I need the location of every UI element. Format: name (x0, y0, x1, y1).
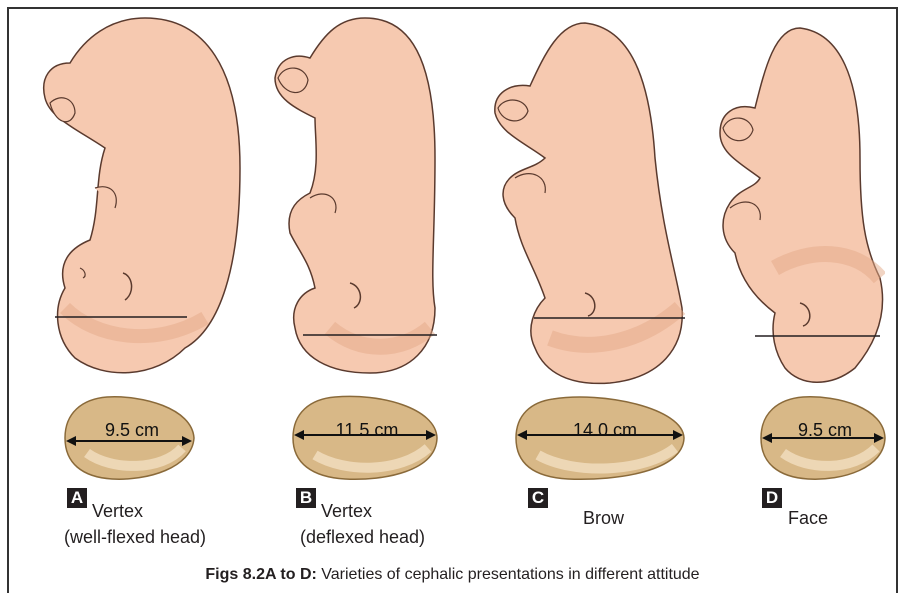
badge-c: C (528, 488, 548, 508)
label-a-line1: Vertex (92, 500, 172, 522)
figure-caption: Figs 8.2A to D: Varieties of cephalic pr… (0, 566, 905, 584)
measure-d: 9.5 cm (785, 420, 865, 441)
measure-b: 11.5 cm (322, 420, 412, 441)
label-b-line2: (deflexed head) (275, 526, 450, 548)
fetus-a-illustration (35, 8, 245, 393)
label-d-line1: Face (788, 507, 848, 529)
measure-c: 14.0 cm (560, 420, 650, 441)
label-b-line1: Vertex (321, 500, 401, 522)
label-a-line2: (well-flexed head) (40, 526, 230, 548)
fetus-c-illustration (490, 8, 690, 393)
fetus-b-illustration (270, 8, 450, 393)
measure-a: 9.5 cm (92, 420, 172, 441)
label-c-line1: Brow (583, 507, 643, 529)
badge-a: A (67, 488, 87, 508)
badge-b: B (296, 488, 316, 508)
caption-text: Varieties of cephalic presentations in d… (317, 566, 700, 583)
badge-d: D (762, 488, 782, 508)
fetus-d-illustration (715, 8, 885, 393)
caption-bold: Figs 8.2A to D: (205, 566, 316, 583)
